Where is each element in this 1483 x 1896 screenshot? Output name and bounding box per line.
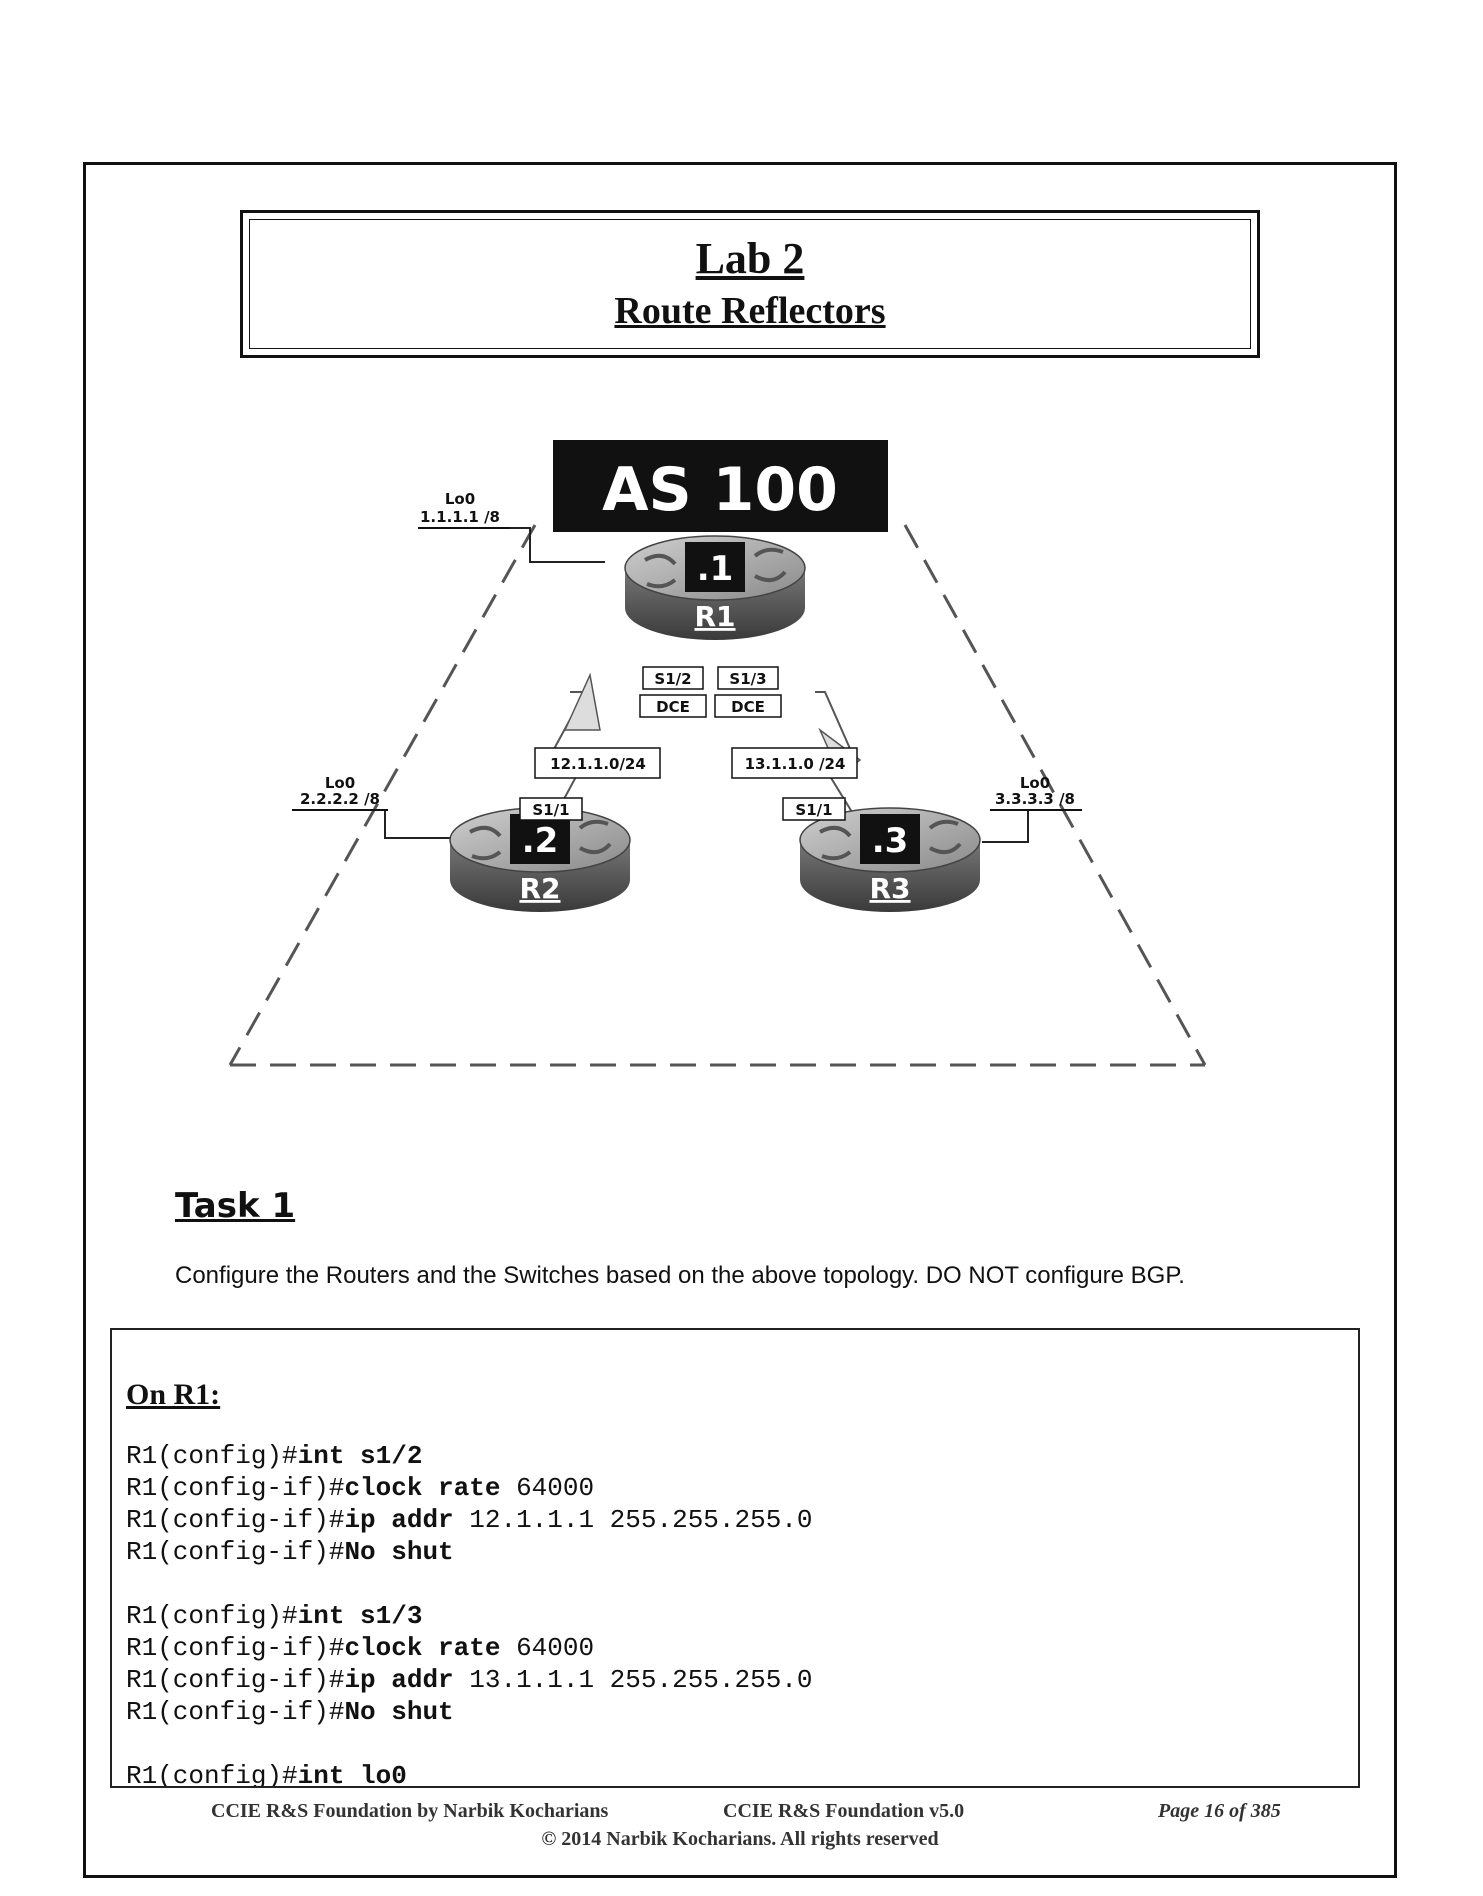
config-prompt: R1(config)# <box>126 1761 298 1788</box>
lo0-connector-r2 <box>384 810 455 839</box>
config-line: R1(config)#int lo0 <box>126 1760 813 1788</box>
router-r1-name: R1 <box>694 600 735 633</box>
config-line: R1(config-if)#clock rate 64000 <box>126 1472 813 1504</box>
config-prompt: R1(config-if)# <box>126 1633 345 1663</box>
config-args: 13.1.1.1 255.255.255.0 <box>453 1665 813 1695</box>
r2-interface-s1-1: S1/1 <box>519 797 583 821</box>
lo0-address-r1: 1.1.1.1 /8 <box>420 508 500 526</box>
task-heading: Task 1 <box>175 1186 296 1226</box>
as-label-text: AS 100 <box>602 455 838 525</box>
config-prompt: R1(config)# <box>126 1601 298 1631</box>
svg-text:S1/3: S1/3 <box>729 670 766 688</box>
lo0-label-r1: Lo0 1.1.1.1 /8 <box>418 490 510 529</box>
r1-interface-s1-2: S1/2 <box>642 666 704 690</box>
router-r2-host: .2 <box>522 821 559 861</box>
config-line: R1(config-if)#ip addr 13.1.1.1 255.255.2… <box>126 1664 813 1696</box>
as-boundary <box>228 524 1207 1067</box>
config-line: R1(config)#int s1/3 <box>126 1600 813 1632</box>
config-args: 64000 <box>500 1633 595 1663</box>
router-r2: .2 R2 <box>449 807 631 912</box>
title-box: Lab 2 Route Reflectors <box>240 210 1260 358</box>
svg-text:13.1.1.0 /24: 13.1.1.0 /24 <box>745 755 846 773</box>
svg-text:S1/1: S1/1 <box>795 801 832 819</box>
config-heading: On R1: <box>126 1378 221 1411</box>
page-frame <box>83 162 1397 1878</box>
config-line <box>126 1728 813 1760</box>
lo0-connector-r1 <box>510 527 605 563</box>
svg-text:DCE: DCE <box>656 698 690 716</box>
title-box-inner-border <box>249 219 1251 349</box>
config-line: R1(config-if)#No shut <box>126 1536 813 1568</box>
lo0-connector-r3 <box>982 810 1029 843</box>
config-command: ip addr <box>344 1505 454 1535</box>
lo0-address-r2: 2.2.2.2 /8 <box>300 790 380 808</box>
network-label-12: 12.1.1.0/24 <box>534 747 661 779</box>
config-command: int s1/2 <box>297 1441 423 1471</box>
config-prompt: R1(config)# <box>126 1441 298 1471</box>
config-line: R1(config)#int s1/2 <box>126 1440 813 1472</box>
footer-author: CCIE R&S Foundation by Narbik Kocharians <box>211 1800 609 1822</box>
router-r3-host: .3 <box>872 821 909 861</box>
svg-text:12.1.1.0/24: 12.1.1.0/24 <box>550 755 646 773</box>
config-prompt: R1(config-if)# <box>126 1505 345 1535</box>
config-command: No shut <box>344 1697 454 1727</box>
config-command: No shut <box>344 1537 454 1567</box>
footer-copyright: © 2014 Narbik Kocharians. All rights res… <box>541 1828 939 1850</box>
lo0-name-r1: Lo0 <box>445 490 475 508</box>
r1-dce-s1-2: DCE <box>639 694 707 718</box>
config-line: R1(config-if)#ip addr 12.1.1.1 255.255.2… <box>126 1504 813 1536</box>
lab-title: Lab 2 <box>695 234 805 283</box>
config-args: 64000 <box>500 1473 595 1503</box>
svg-text:DCE: DCE <box>731 698 765 716</box>
lo0-label-r3: Lo0 3.3.3.3 /8 <box>990 774 1082 811</box>
config-args: 12.1.1.1 255.255.255.0 <box>453 1505 813 1535</box>
lo0-address-r3: 3.3.3.3 /8 <box>995 790 1075 808</box>
as-label: AS 100 <box>553 440 888 532</box>
router-r1: .1 R1 <box>624 535 806 640</box>
config-command: clock rate <box>344 1473 501 1503</box>
lo0-label-r2: Lo0 2.2.2.2 /8 <box>292 774 388 811</box>
config-command: clock rate <box>344 1633 501 1663</box>
router-r3: .3 R3 <box>799 807 981 912</box>
config-prompt: R1(config-if)# <box>126 1473 345 1503</box>
config-line: R1(config-if)#clock rate 64000 <box>126 1632 813 1664</box>
config-command: int s1/3 <box>297 1601 423 1631</box>
config-prompt: R1(config-if)# <box>126 1665 345 1695</box>
config-prompt: R1(config-if)# <box>126 1697 345 1727</box>
lo0-name-r3: Lo0 <box>1020 774 1050 792</box>
router-r1-host: .1 <box>697 549 734 589</box>
topology-diagram: AS 100 .1 R1 .2 R2 .3 R3 <box>228 440 1207 1067</box>
config-command: int lo0 <box>297 1761 407 1788</box>
network-label-13: 13.1.1.0 /24 <box>731 747 858 779</box>
config-prompt: R1(config-if)# <box>126 1537 345 1567</box>
router-r3-name: R3 <box>869 872 910 905</box>
svg-text:S1/2: S1/2 <box>654 670 691 688</box>
config-command: ip addr <box>344 1665 454 1695</box>
r1-dce-s1-3: DCE <box>714 694 782 718</box>
config-line: R1(config-if)#No shut <box>126 1696 813 1728</box>
task-description: Configure the Routers and the Switches b… <box>175 1262 1185 1289</box>
r1-interface-s1-3: S1/3 <box>717 666 779 690</box>
footer-version: CCIE R&S Foundation v5.0 <box>723 1800 965 1822</box>
r3-interface-s1-1: S1/1 <box>782 797 846 821</box>
lab-topic: Route Reflectors <box>614 290 886 332</box>
router-r2-name: R2 <box>519 872 560 905</box>
config-line <box>126 1568 813 1600</box>
svg-text:S1/1: S1/1 <box>532 801 569 819</box>
footer-page-number: Page 16 of 385 <box>1158 1800 1281 1822</box>
lo0-name-r2: Lo0 <box>325 774 355 792</box>
